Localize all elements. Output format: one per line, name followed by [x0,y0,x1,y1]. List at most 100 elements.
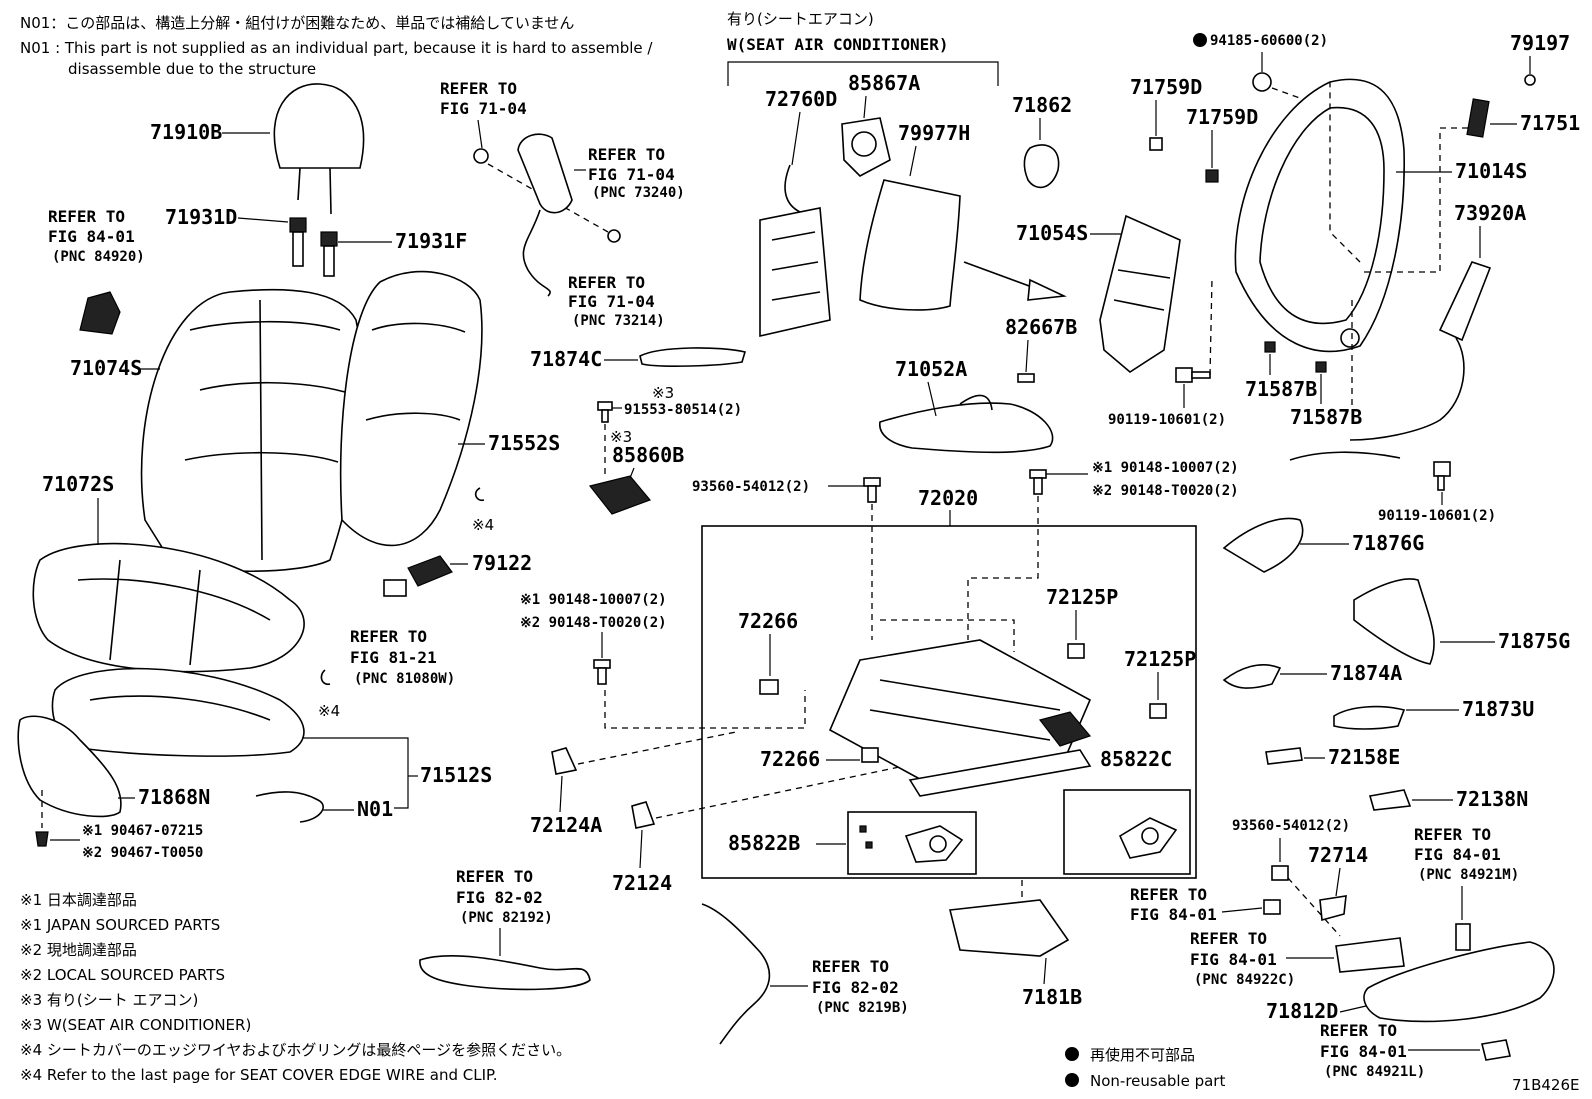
label-72266-b: 72266 [760,747,820,771]
label-85822C: 85822C [1100,747,1172,771]
svg-text:FIG 84-01: FIG 84-01 [1130,905,1217,924]
mark-note3-a: ※3 [652,384,674,402]
label-72266-a: 72266 [738,609,798,633]
label-73920A: 73920A [1454,201,1526,225]
note-n01-en-line1: N01 : This part is not supplied as an in… [20,39,653,57]
ref-fig-82-02-pnc-8219B[interactable]: REFER TO FIG 82-02 (PNC 8219B) [812,957,909,1016]
part-71751-drawing [1466,98,1490,138]
bolt-90119-a-drawing [1175,367,1211,383]
label-85867A: 85867A [848,71,920,95]
symbol-legend-en: Non-reusable part [1090,1072,1225,1090]
label-71873U: 71873U [1462,697,1534,721]
nonreusable-symbol-en [1065,1073,1079,1087]
seat-ac-title-jp: 有り(シートエアコン) [727,10,874,28]
note-n01-en-line2: disassemble due to the structure [68,60,316,78]
ref-fig-81-21-pnc-81080W[interactable]: REFER TO FIG 81-21 (PNC 81080W) [350,627,455,687]
symbol-legend-jp: 再使用不可部品 [1090,1046,1195,1064]
fastener-93560-54012-b: 93560-54012(2) [1232,818,1350,834]
svg-text:FIG 84-01: FIG 84-01 [1190,950,1277,969]
svg-text:FIG 82-02: FIG 82-02 [812,978,899,997]
headrest-support-drawing [289,217,338,277]
label-72124: 72124 [612,871,672,895]
clip-71759D-b-drawing [1205,169,1219,183]
lumbar-support-drawing [1099,214,1181,373]
harness-8219B-drawing [701,903,771,1045]
svg-text:REFER TO: REFER TO [812,957,889,976]
bolt-90148-a-drawing [593,659,611,685]
label-71931D: 71931D [165,205,237,229]
label-72020: 72020 [918,486,978,510]
fastener-91553-80514: 91553-80514(2) [624,402,742,418]
label-71874C: 71874C [530,347,602,371]
legend-line-3: ※2 現地調達部品 [20,941,137,959]
seat-cushion-pad-drawing [51,667,305,757]
motor-85822C-drawing [1118,817,1178,859]
svg-text:FIG 71-04: FIG 71-04 [588,165,675,184]
ref-fig-84-01-pnc-84921L[interactable]: REFER TO FIG 84-01 (PNC 84921L) [1320,1021,1425,1080]
svg-text:REFER TO: REFER TO [456,867,533,886]
svg-text:(PNC 84920): (PNC 84920) [52,249,145,265]
ref-fig-71-04-pnc-73240[interactable]: REFER TO FIG 71-04 (PNC 73240) [588,145,685,201]
ref-fig-84-01-pnc-84922C[interactable]: REFER TO FIG 84-01 (PNC 84922C) [1190,929,1295,988]
clip-72125P-a-drawing [1067,643,1085,659]
clip-72266-b-drawing [861,747,879,763]
bolt-93560-b-drawing [1271,865,1289,881]
nonreusable-mark-94185 [1193,33,1207,47]
label-71072S: 71072S [42,472,114,496]
svg-text:(PNC 84922C): (PNC 84922C) [1194,972,1295,988]
fastener-90148-10007-a: ※1 90148-10007(2) [520,592,667,608]
part-7181B-drawing [949,899,1070,957]
seat-ac-bracket [727,61,999,86]
note-n01-jp: N01：この部品は、構造上分解・組付けが困難なため、単品では補給していません [20,14,574,32]
svg-text:REFER TO: REFER TO [568,273,645,292]
label-82667B: 82667B [1005,315,1077,339]
ref-fig-84-01[interactable]: REFER TO FIG 84-01 [1130,885,1217,924]
bolt-90119-b-drawing [1433,461,1451,491]
grommet-drawing [473,148,489,164]
knob-84921M-drawing [1455,923,1471,951]
bolt-91553-drawing [597,401,613,423]
legend-line-5: ※3 有り(シート エアコン) [20,991,198,1009]
label-85822B: 85822B [728,831,800,855]
switch-knob-drawing [79,291,121,335]
harness-71052A-drawing [879,394,1054,454]
ref-fig-71-04-pnc-73214[interactable]: REFER TO FIG 71-04 (PNC 73214) [568,273,665,329]
svg-text:FIG 84-01: FIG 84-01 [1414,845,1501,864]
ref-fig-71-04[interactable]: REFER TO FIG 71-04 [440,79,527,118]
heater-pad-79977H-drawing [859,179,961,311]
label-71751: 71751 [1520,111,1580,135]
fastener-90148-T0020-a: ※2 90148-T0020(2) [520,615,667,631]
label-85860B: 85860B [612,443,684,467]
label-72125P-b: 72125P [1124,647,1196,671]
bolt-93560-a-drawing [863,477,881,503]
clip-71587B-a-drawing [1264,341,1276,353]
fastener-90119-10601-b: 90119-10601(2) [1378,508,1496,524]
svg-text:REFER TO: REFER TO [440,79,517,98]
part-72158E-drawing [1265,747,1303,765]
label-71759D-a: 71759D [1130,75,1202,99]
clip-72266-a-drawing [759,679,779,695]
label-79122: 79122 [472,551,532,575]
ref-fig-84-01-pnc-84920[interactable]: REFER TO FIG 84-01 (PNC 84920) [48,207,145,265]
clip-90467-drawing [35,831,49,847]
svg-text:FIG 71-04: FIG 71-04 [568,292,655,311]
part-71862-drawing [1023,144,1060,189]
ref-fig-84-01-pnc-84921M[interactable]: REFER TO FIG 84-01 (PNC 84921M) [1414,825,1519,883]
seat-ac-duct-drawing [759,164,831,338]
svg-text:REFER TO: REFER TO [1130,885,1207,904]
fastener-90467-T0050: ※2 90467-T0050 [82,845,203,861]
label-72158E: 72158E [1328,745,1400,769]
legend: ※1 日本調達部品 ※1 JAPAN SOURCED PARTS ※2 現地調達… [20,891,571,1084]
svg-text:FIG 81-21: FIG 81-21 [350,648,437,667]
label-72124A: 72124A [530,813,602,837]
svg-text:REFER TO: REFER TO [1414,825,1491,844]
svg-text:(PNC 82192): (PNC 82192) [460,910,553,926]
svg-text:REFER TO: REFER TO [48,207,125,226]
ref-fig-82-02-pnc-82192[interactable]: REFER TO FIG 82-02 (PNC 82192) [456,867,553,926]
seat-ac-title-en: W(SEAT AIR CONDITIONER) [727,35,949,54]
clip-71587B-b-drawing [1315,361,1327,373]
svg-text:REFER TO: REFER TO [1320,1021,1397,1040]
part-72138N-drawing [1368,789,1412,811]
headrest-drawing [273,83,365,215]
